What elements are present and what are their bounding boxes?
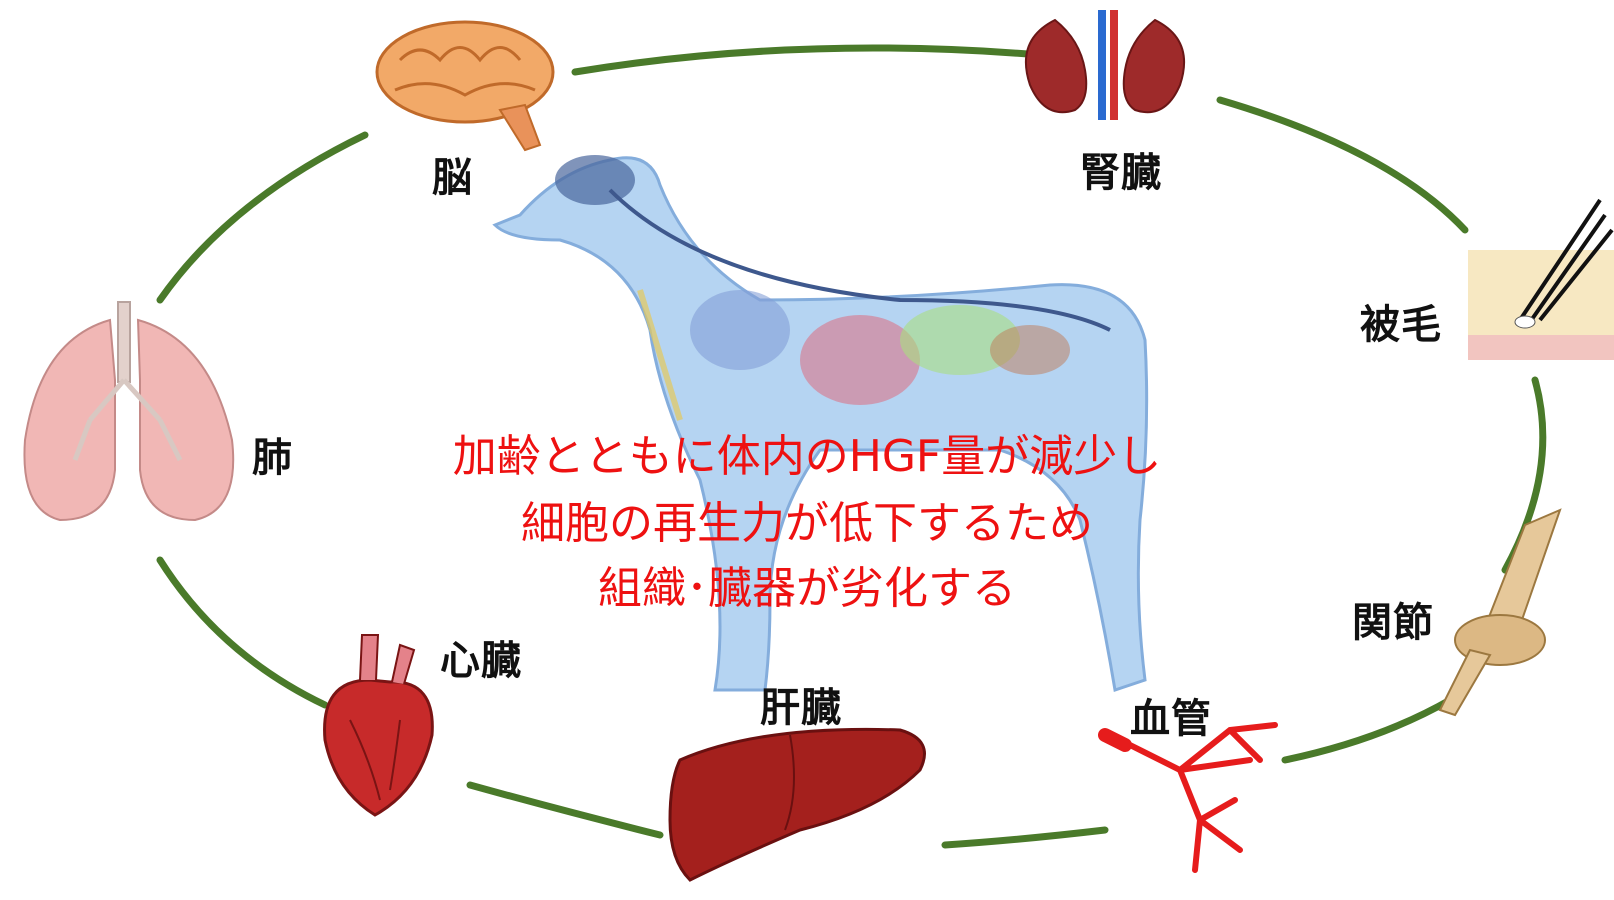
liver-icon <box>670 729 925 880</box>
kidney-icon <box>1026 10 1184 120</box>
caption-line-2: 細胞の再生力が低下するため <box>0 487 1614 551</box>
caption-line-3: 組織･臓器が劣化する <box>0 552 1614 616</box>
label-brain: 脳 <box>432 145 473 203</box>
blood-vessel-icon <box>1105 725 1275 870</box>
label-liver: 肝臓 <box>760 675 842 733</box>
brain-icon <box>377 22 553 150</box>
label-vessel: 血管 <box>1130 686 1212 744</box>
hair-skin-icon <box>1468 200 1614 360</box>
label-heart: 心臓 <box>440 628 522 686</box>
label-hair: 被毛 <box>1360 292 1442 350</box>
label-kidney: 腎臓 <box>1080 140 1162 198</box>
heart-icon <box>325 635 433 815</box>
caption-line-1: 加齢とともに体内のHGF量が減少し <box>0 420 1614 484</box>
